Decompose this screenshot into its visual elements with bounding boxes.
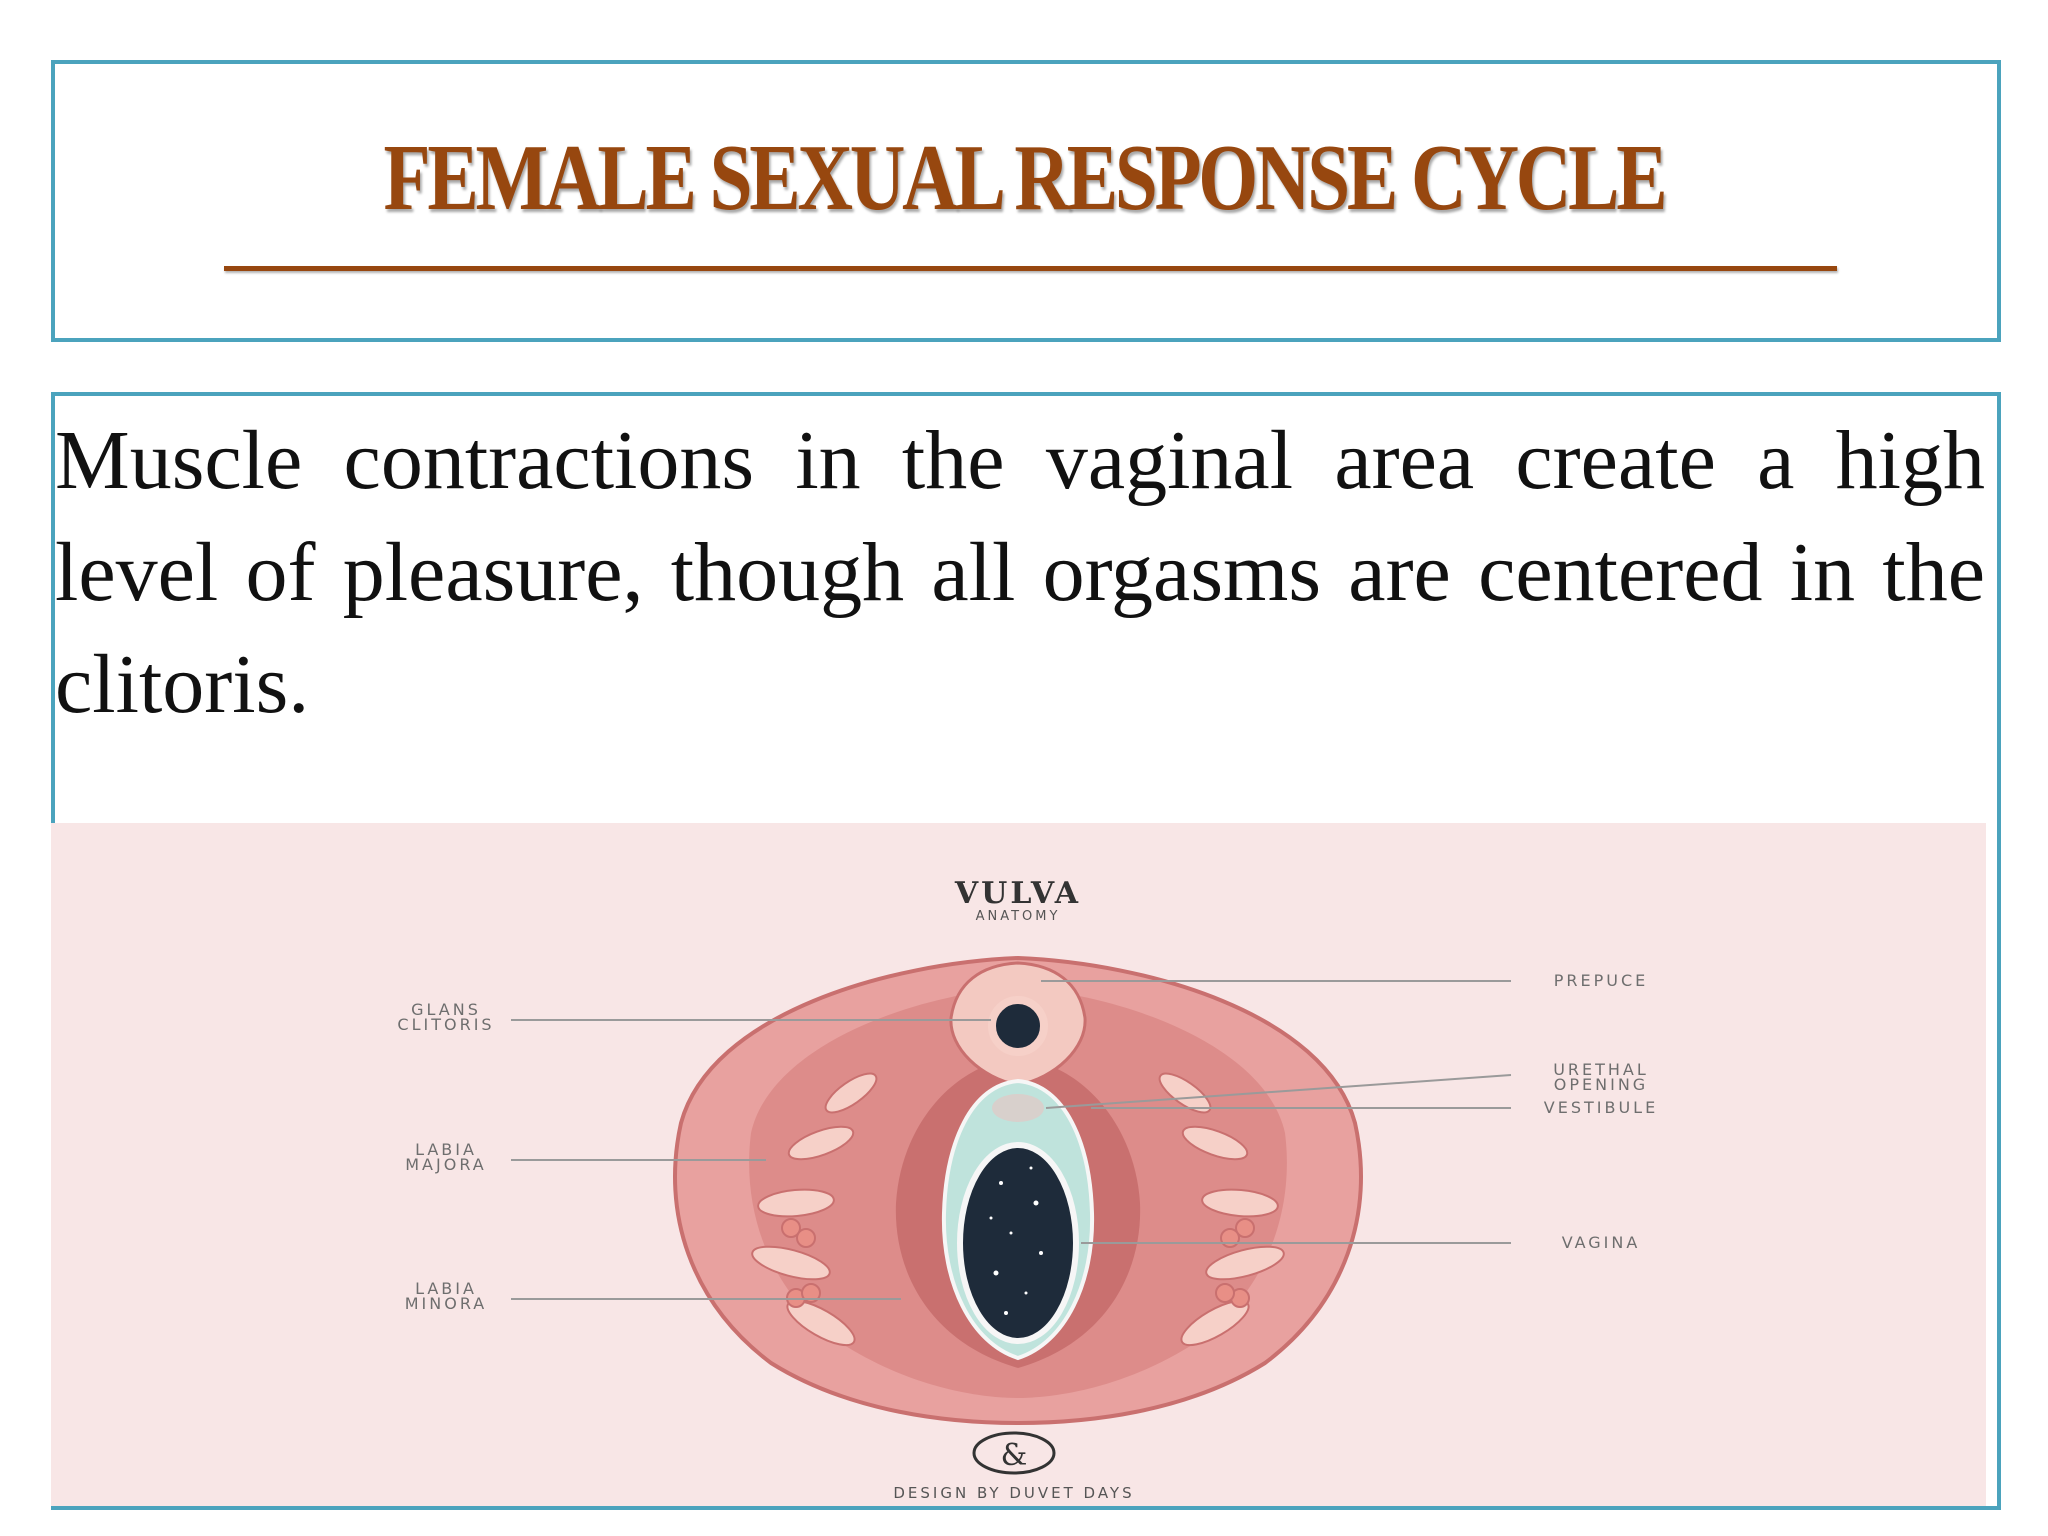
label-urethral-opening-line1: URETHAL (1553, 1060, 1649, 1079)
diagram-subtitle: ANATOMY (976, 909, 1061, 924)
duvet-days-logo (972, 1431, 1056, 1475)
label-labia-minora-line1: LABIA (415, 1279, 477, 1298)
label-glans-clitoris-line2: CLITORIS (397, 1015, 494, 1034)
urethral-opening-shape (992, 1094, 1044, 1122)
slide-body-text: Muscle contractions in the vaginal area … (55, 414, 1985, 731)
label-glans-clitoris-line1: GLANS (411, 1000, 481, 1019)
vagina-shape (957, 1142, 1079, 1344)
leader-lines (511, 980, 1512, 1300)
diagram-title: VULVA (954, 876, 1081, 911)
title-underline (224, 266, 1837, 271)
label-labia-majora-line1: LABIA (415, 1140, 477, 1159)
diagram-credit: DESIGN BY DUVET DAYS (893, 1484, 1134, 1502)
label-labia-minora-line2: MINORA (405, 1294, 488, 1313)
vulva-anatomy-diagram: VULVA ANATOMY (51, 823, 1986, 1506)
label-prepuce: PREPUCE (1554, 971, 1649, 990)
title-wrap: FEMALE SEXUAL RESPONSE CYCLE (0, 0, 2048, 300)
label-urethral-opening-line2: OPENING (1554, 1075, 1648, 1094)
label-vestibule: VESTIBULE (1544, 1098, 1658, 1117)
vagina-stars (989, 1166, 1043, 1315)
title-box (51, 60, 2001, 342)
slide-title: FEMALE SEXUAL RESPONSE CYCLE (383, 126, 1668, 230)
left-leaf-decoration (751, 1072, 878, 1347)
label-labia-majora-line2: MAJORA (405, 1155, 486, 1174)
glans-clitoris-shape (988, 996, 1048, 1056)
right-leaf-decoration (1158, 1072, 1285, 1347)
logo-ampersand: & (1001, 1438, 1028, 1473)
label-vagina: VAGINA (1562, 1233, 1641, 1252)
